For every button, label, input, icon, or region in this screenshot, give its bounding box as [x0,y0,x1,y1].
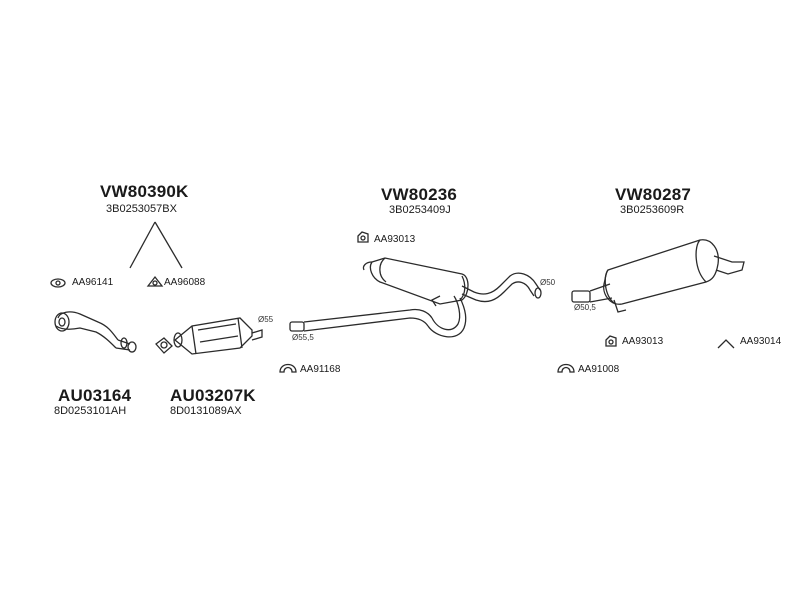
flange-gasket [155,337,173,354]
rubber-mount-aa96141 [50,278,66,288]
part-label-aa93014: AA93014 [740,336,782,347]
clamp-aa91008 [557,363,575,373]
diameter-label: Ø55 [258,315,274,324]
part-code-au03164: AU03164 [58,386,132,405]
oem-number-vw80287: 3B0253609R [620,204,685,216]
leader-line-right [154,221,183,269]
part-code-vw80287: VW80287 [615,185,692,204]
hanger-aa93014 [717,339,735,349]
diameter-label: Ø55,5 [292,333,314,342]
part-label-aa93013-top: AA93013 [374,234,416,245]
part-label-aa96141: AA96141 [72,277,114,288]
gasket-aa96088 [146,275,164,287]
oem-number-au03207k: 8D0131089AX [170,405,242,417]
leader-line-left [129,221,156,269]
hanger-aa93013-top [357,231,369,243]
part-code-au03207k: AU03207K [170,386,256,405]
front-pipe [54,311,137,353]
diameter-label: Ø50 [540,278,556,287]
clamp-aa91168 [279,363,297,373]
part-label-aa91008: AA91008 [578,364,620,375]
catalytic-converter [173,317,263,355]
part-label-aa96088: AA96088 [164,277,206,288]
part-code-vw80390k: VW80390K [100,182,189,201]
oem-number-au03164: 8D0253101AH [54,405,127,417]
rear-silencer [571,239,745,313]
oem-number-vw80236: 3B0253409J [389,204,451,216]
oem-number-vw80390k: 3B0253057BX [106,203,177,215]
part-label-aa91168: AA91168 [300,364,341,375]
part-label-aa93013-bottom: AA93013 [622,336,664,347]
part-code-vw80236: VW80236 [381,185,458,204]
diameter-label: Ø50,5 [574,303,596,312]
hanger-aa93013-bottom [605,335,617,347]
middle-pipe-silencer [289,257,542,338]
